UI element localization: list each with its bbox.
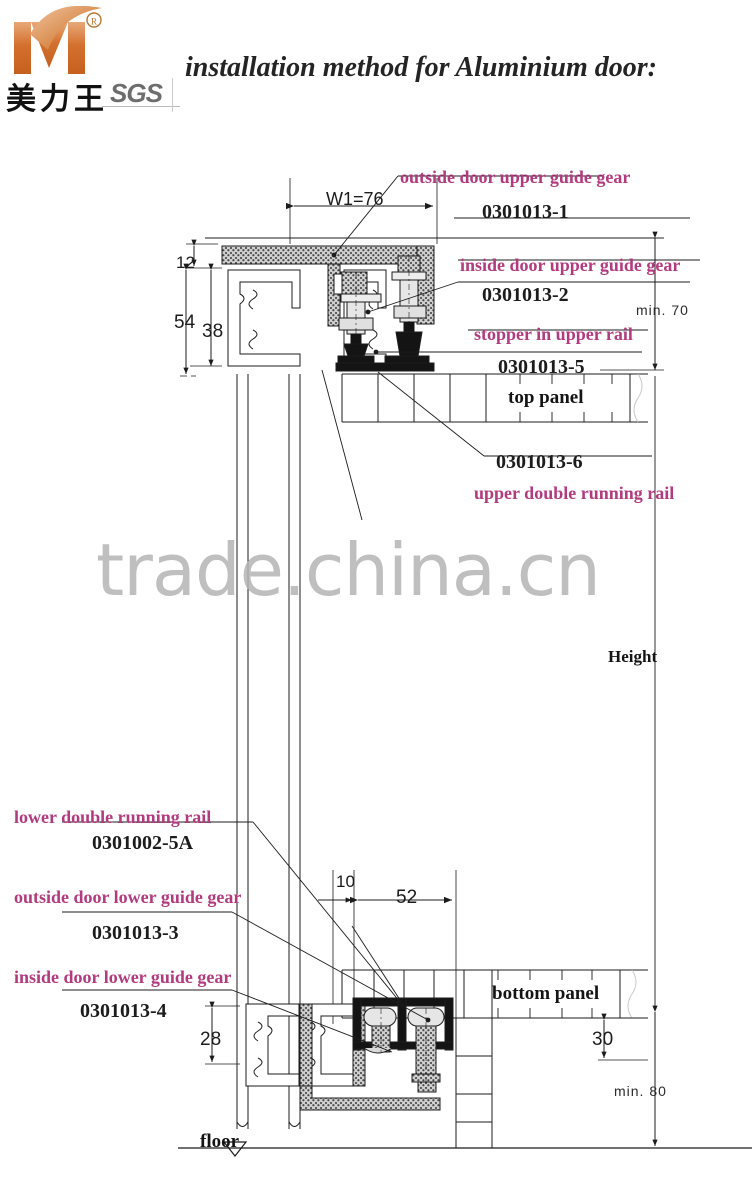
callout-label-inside-door-lower-guide-gear: inside door lower guide gear — [14, 967, 232, 987]
dimension-38: 38 — [202, 321, 224, 342]
m-logo-icon: R — [14, 6, 102, 74]
dimension-min-70: min. 70 — [636, 302, 689, 318]
dimension-w1: W1=76 — [326, 189, 384, 209]
logo-divider-horizontal — [102, 106, 180, 107]
callout-label-outside-door-lower-guide-gear: outside door lower guide gear — [14, 887, 242, 907]
callout-label-outside-door-upper-guide-gear: outside door upper guide gear — [400, 167, 631, 187]
dimension-28: 28 — [200, 1029, 222, 1050]
callout-label-lower-double-running-rail: lower double running rail — [14, 807, 212, 827]
dimension-10: 10 — [336, 872, 355, 891]
brand-logo: R 美力王 SGS — [4, 6, 184, 118]
technical-drawing — [0, 122, 752, 1184]
annotation-top-panel: top panel — [508, 387, 584, 408]
dimension-30: 30 — [592, 1029, 614, 1050]
dimension-min-80: min. 80 — [614, 1083, 667, 1099]
brand-name-cn: 美力王 — [6, 82, 108, 117]
dimension-12: 12 — [176, 253, 195, 272]
callout-code-0301013-6: 0301013-6 — [496, 451, 583, 473]
callout-code-0301013-4: 0301013-4 — [80, 1000, 167, 1022]
callout-code-0301013-1: 0301013-1 — [482, 201, 569, 223]
callout-code-0301013-2: 0301013-2 — [482, 284, 569, 306]
callout-label-inside-door-upper-guide-gear: inside door upper guide gear — [460, 255, 681, 275]
callout-label-stopper-in-upper-rail: stopper in upper rail — [474, 324, 633, 344]
sgs-certification-label: SGS — [110, 78, 163, 108]
callout-code-0301013-5: 0301013-5 — [498, 356, 585, 378]
svg-text:R: R — [91, 17, 97, 27]
drawing-svg — [62, 175, 752, 1157]
annotation-bottom-panel: bottom panel — [492, 983, 600, 1004]
page-title: installation method for Aluminium door: — [185, 52, 657, 83]
callout-code-0301013-3: 0301013-3 — [92, 922, 179, 944]
dimension-height: Height — [608, 647, 658, 666]
annotation-floor: floor — [200, 1131, 240, 1152]
callout-code-0301002-5A: 0301002-5A — [92, 832, 194, 854]
logo-divider-vertical — [172, 78, 173, 112]
callout-label-upper-double-running-rail: upper double running rail — [474, 483, 675, 503]
page-header: R 美力王 SGS installation method for Alumin… — [0, 0, 752, 122]
dimension-52: 52 — [396, 887, 418, 908]
dimension-54: 54 — [174, 312, 196, 333]
